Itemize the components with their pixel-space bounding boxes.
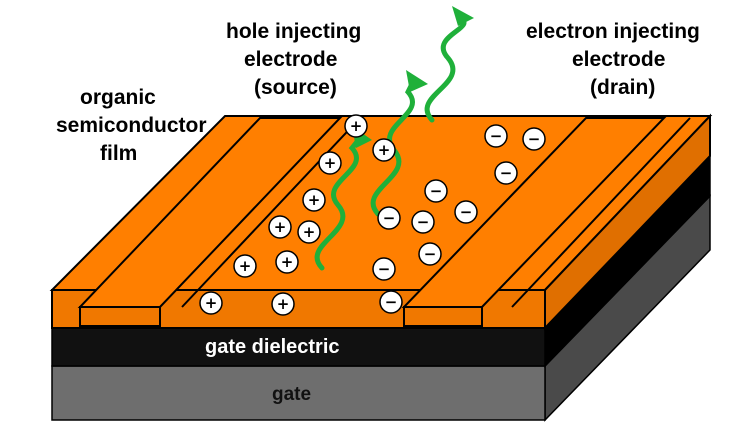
label-drain-line-1: electron injecting	[526, 20, 700, 43]
svg-text:−: −	[385, 293, 398, 311]
hole-charge: +	[271, 292, 295, 316]
drain-electrode	[401, 117, 691, 327]
holes: + + + + + + + + + +	[199, 114, 396, 316]
source-electrode	[77, 117, 361, 327]
svg-text:+: +	[205, 294, 218, 312]
label-source-line-2: electrode	[244, 48, 337, 71]
electron-charge: −	[377, 206, 401, 230]
electron-charge: −	[372, 257, 396, 281]
drain-inner-edge	[511, 117, 691, 308]
source-front	[79, 306, 161, 327]
hole-charge: +	[199, 291, 223, 315]
hole-charge: +	[318, 151, 342, 175]
semiconductor-film	[49, 113, 713, 331]
photon-wave-3	[424, 15, 467, 123]
electron-charge: −	[379, 290, 403, 314]
svg-text:+: +	[274, 218, 287, 236]
hole-charge: +	[297, 220, 321, 244]
photon-wave-1	[314, 135, 363, 271]
gate-label: gate	[272, 384, 311, 405]
svg-text:+: +	[239, 257, 252, 275]
svg-text:−: −	[490, 127, 503, 145]
label-organic-film: organic semiconductor film	[56, 86, 207, 165]
label-source: hole injecting electrode (source)	[226, 20, 361, 99]
label-organic-line-2: semiconductor	[56, 114, 207, 137]
source-inner-edge	[181, 117, 361, 308]
electron-charge: −	[494, 161, 518, 185]
svg-text:+: +	[378, 141, 391, 159]
photon-arrow-3	[452, 6, 474, 26]
svg-text:−: −	[500, 164, 513, 182]
hole-charge: +	[302, 188, 326, 212]
svg-text:−: −	[424, 245, 437, 263]
svg-text:+: +	[281, 253, 294, 271]
label-source-line-1: hole injecting	[226, 20, 361, 43]
electrons: − − − − − − − − − −	[372, 124, 546, 314]
hole-charge: +	[268, 215, 292, 239]
label-drain-line-3: (drain)	[590, 76, 655, 99]
electron-charge: −	[411, 210, 435, 234]
label-organic-line-3: film	[100, 142, 137, 165]
label-drain: electron injecting electrode (drain)	[526, 20, 700, 99]
svg-text:−: −	[378, 260, 391, 278]
dielectric-label: gate dielectric	[205, 336, 340, 358]
svg-text:−: −	[430, 182, 443, 200]
label-organic-line-1: organic	[80, 86, 156, 109]
svg-text:+: +	[324, 154, 337, 172]
electron-charge: −	[484, 124, 508, 148]
svg-text:−: −	[417, 213, 430, 231]
electron-charge: −	[454, 200, 478, 224]
hole-charge: +	[275, 250, 299, 274]
light-emission	[314, 6, 474, 271]
electron-charge: −	[424, 179, 448, 203]
electron-charge: −	[522, 127, 546, 151]
electron-charge: −	[418, 242, 442, 266]
svg-text:−: −	[528, 130, 541, 148]
hole-charge: +	[344, 114, 368, 138]
svg-text:−: −	[460, 203, 473, 221]
svg-text:+: +	[350, 117, 363, 135]
svg-text:+: +	[277, 295, 290, 313]
svg-text:−: −	[383, 209, 396, 227]
label-drain-line-2: electrode	[572, 48, 665, 71]
gate-layer: gate	[51, 194, 711, 422]
hole-charge: +	[233, 254, 257, 278]
hole-charge: +	[372, 138, 396, 162]
gate-front-face	[51, 365, 546, 421]
svg-text:+: +	[303, 223, 316, 241]
svg-text:+: +	[308, 191, 321, 209]
label-source-line-3: (source)	[254, 76, 337, 99]
photon-arrow-2	[406, 70, 428, 92]
drain-front	[403, 306, 483, 327]
